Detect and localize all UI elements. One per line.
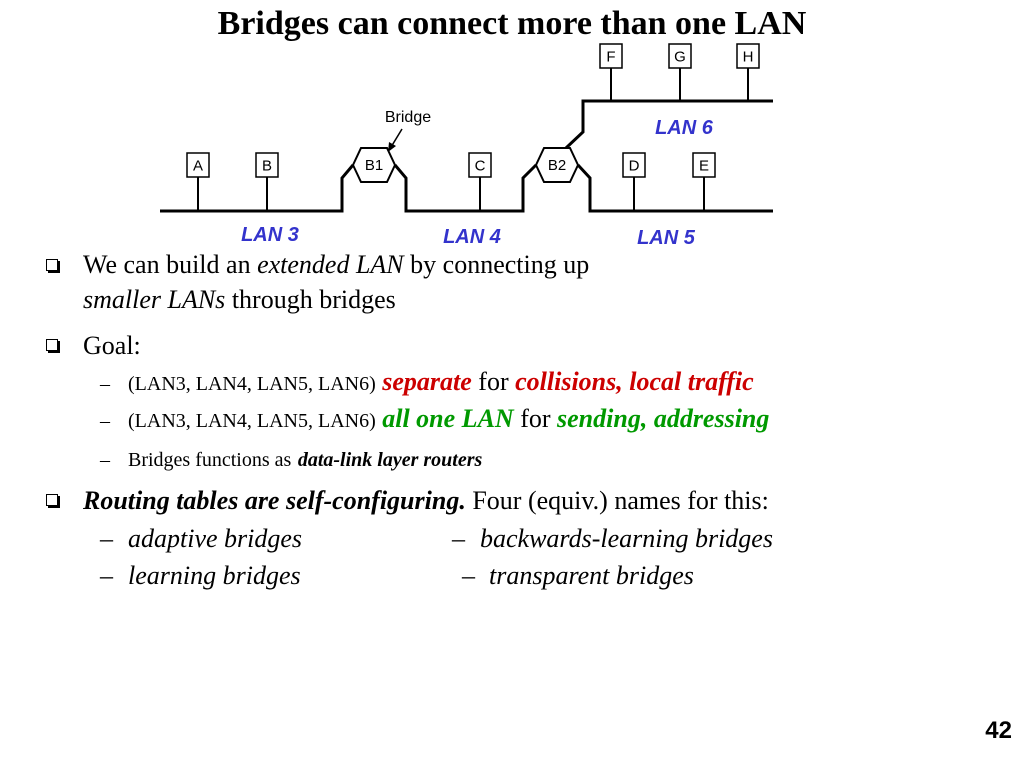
station-box [692,152,716,178]
station-b: B [255,152,279,211]
station-label: D [629,158,640,175]
dash-marker-text: – [100,410,110,432]
bullet-extended-lan-line-2: smaller LANs through bridges [83,285,396,315]
goal-emphasis: separate [382,367,472,396]
page-number: 42 [985,717,1012,744]
bridge-icon [351,147,397,183]
lan5-cable [576,163,773,213]
goal-subitem-one-lan: (LAN3, LAN4, LAN5, LAN6) all one LAN for… [128,404,769,436]
goal-text: Bridges functions as [128,449,292,471]
lan6-cable [564,99,773,150]
bridge-callout: Bridge [385,109,431,152]
callout-arrowhead-icon [388,142,396,152]
station-box [668,43,692,69]
bullet-text: through bridges [231,285,396,314]
station-label: G [674,49,686,66]
station-g: G [668,43,692,101]
checkbox-square-icon [46,339,58,351]
dash-marker: – [100,561,113,590]
station-box [599,43,623,69]
slide-title: Bridges can connect more than one LAN [217,5,807,42]
station-label: H [743,49,754,66]
station-label: F [606,49,615,66]
goal-scope: (LAN3, LAN4, LAN5, LAN6) [128,373,376,395]
checkbox-square-icon [46,494,58,506]
bridge-label: B2 [548,157,566,174]
station-box [255,152,279,178]
dash-marker: – [100,404,110,436]
callout-arrow-line [392,128,403,145]
station-box [468,152,492,178]
bridge-name-adaptive: adaptive bridges [128,524,303,553]
station-h: H [736,43,760,101]
bullet-emphasis: extended LAN [257,250,404,279]
station-box [186,152,210,178]
bridge-callout-label: Bridge [385,109,431,126]
bullet-text: We can build an [83,250,251,279]
bullet-extended-lan-line-1: We can build an extended LAN by connecti… [83,250,589,280]
dash-marker: – [100,524,113,553]
station-label: B [262,158,272,175]
lan6-label: LAN 6 [655,117,714,139]
bullet-text: by connecting up [410,250,590,279]
bridge-b1: B1 [351,147,397,183]
bridge-icon [534,147,580,183]
station-label: E [699,158,709,175]
station-d: D [622,152,646,211]
bullet-routing-tables: Routing tables are self-configuring. Fou… [83,486,769,516]
station-label: C [475,158,486,175]
goal-scope: (LAN3, LAN4, LAN5, LAN6) [128,410,376,432]
goal-connector: for [520,404,551,433]
goal-emphasis: collisions, local traffic [515,367,754,396]
station-a: A [186,152,210,211]
station-label: A [193,158,203,175]
goal-subitem-routers: Bridges functions as data-link layer rou… [128,443,482,475]
lan3-cable [160,164,355,213]
bullet-emphasis: smaller LANs [83,285,226,314]
lan5-label: LAN 5 [637,227,696,249]
station-f: F [599,43,623,101]
station-box [622,152,646,178]
lan4-cable [393,163,538,213]
bullet-goal-label: Goal: [83,331,141,360]
bridge-label: B1 [365,157,383,174]
station-box [736,43,760,69]
bullet-emphasis: Routing tables are self-configuring. [83,486,466,515]
checkbox-square-icon [46,259,58,271]
lan4-label: LAN 4 [443,226,501,248]
goal-connector: for [478,367,509,396]
station-c: C [468,152,492,211]
dash-marker: – [462,561,475,590]
goal-emphasis: all one LAN [382,404,514,433]
dash-marker: – [100,443,110,475]
dash-marker: – [100,367,110,399]
goal-emphasis: data-link layer routers [297,449,483,471]
dash-marker-text: – [100,449,110,471]
bridge-name-backwards-learning: backwards-learning bridges [480,524,773,553]
bridge-name-transparent: transparent bridges [489,561,694,590]
goal-subitem-separate: (LAN3, LAN4, LAN5, LAN6) separate for co… [128,367,754,399]
bridge-name-learning: learning bridges [128,561,301,590]
dash-marker-text: – [100,373,110,395]
bullet-text: Four (equiv.) names for this: [472,486,769,515]
network-diagram: B1 B2 Bridge A B C D E F [160,43,773,249]
station-e: E [692,152,716,211]
goal-emphasis: sending, addressing [557,404,770,433]
lan3-label: LAN 3 [241,224,299,246]
bridge-b2: B2 [534,147,580,183]
dash-marker: – [452,524,465,553]
